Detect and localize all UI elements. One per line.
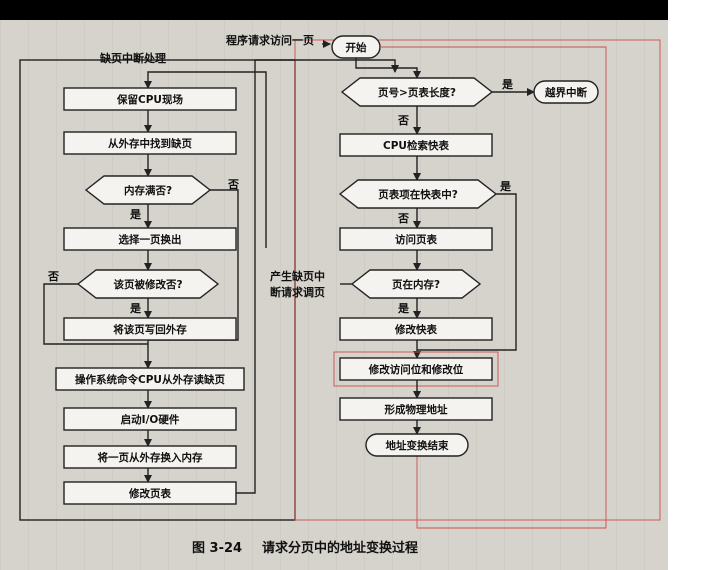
left-title: 缺页中断处理 xyxy=(99,51,166,65)
node-select-swap xyxy=(63,227,237,251)
node-page-modified xyxy=(76,269,220,299)
node-write-back-label: 将该页写回外存 xyxy=(113,323,187,336)
node-in-memory-label: 页在内存? xyxy=(392,278,440,291)
node-swap-in-label: 将一页从外存换入内存 xyxy=(98,451,203,464)
node-mem-full-label: 内存满否? xyxy=(124,184,172,197)
node-os-read xyxy=(55,367,245,391)
node-select-swap-label: 选择一页换出 xyxy=(119,233,182,246)
node-access-table-label: 访问页表 xyxy=(395,233,437,246)
node-save-cpu xyxy=(63,87,237,111)
node-out-of-bounds xyxy=(533,80,599,104)
node-write-back xyxy=(63,317,237,341)
edge-start xyxy=(355,58,421,79)
book-page xyxy=(0,20,668,570)
node-out-of-bounds-label: 越界中断 xyxy=(544,86,587,99)
node-start-io xyxy=(63,407,237,431)
node-modify-tlb xyxy=(339,317,493,341)
label-mem-full-no: 否 xyxy=(227,178,239,191)
label-bound-yes: 是 xyxy=(501,78,514,91)
right-title: 程序请求访问一页 xyxy=(226,33,314,47)
label-pagefault-2: 断请求调页 xyxy=(270,285,325,299)
edge-not-modified xyxy=(43,283,148,345)
label-pagefault-1: 产生缺页中 xyxy=(270,269,325,283)
caption-number: 图 3-24 xyxy=(192,541,242,556)
node-page-modified-label: 该页被修改否? xyxy=(113,278,182,291)
node-find-page-label: 从外存中找到缺页 xyxy=(108,137,192,150)
node-page-gt-len-label: 页号>页表长度? xyxy=(378,86,456,99)
edge-pagefault-entry xyxy=(144,71,267,248)
label-modified-yes: 是 xyxy=(129,302,142,315)
label-tlb-yes: 是 xyxy=(499,180,512,193)
label-in-memory-yes: 是 xyxy=(397,302,410,315)
node-start-label: 开始 xyxy=(346,41,367,54)
node-os-read-label: 操作系统命令CPU从外存读缺页 xyxy=(75,373,225,386)
node-modify-bits-label: 修改访问位和修改位 xyxy=(368,363,464,376)
right-frame xyxy=(294,39,661,521)
node-modify-table-label: 修改页表 xyxy=(128,487,171,500)
caption-text: 请求分页中的地址变换过程 xyxy=(262,540,418,556)
node-cpu-search-tlb-label: CPU检索快表 xyxy=(383,139,449,152)
node-in-memory xyxy=(350,269,482,299)
node-modify-tlb-label: 修改快表 xyxy=(394,323,437,336)
node-modify-bits xyxy=(339,357,493,381)
node-end-label: 地址变换结束 xyxy=(386,439,449,452)
node-save-cpu-label: 保留CPU现场 xyxy=(116,93,183,106)
node-end xyxy=(365,433,469,457)
highlight-modify-bits xyxy=(333,351,499,387)
node-start-io-label: 启动I/O硬件 xyxy=(121,413,180,426)
label-mem-full-yes: 是 xyxy=(129,208,142,221)
node-access-table xyxy=(339,227,493,251)
edge-tlb-hit xyxy=(417,193,517,351)
label-modified-no: 否 xyxy=(47,270,59,283)
label-bound-no: 否 xyxy=(397,114,409,127)
label-tlb-no: 否 xyxy=(397,212,409,225)
node-find-page xyxy=(63,131,237,155)
node-form-addr xyxy=(339,397,493,421)
node-form-addr-label: 形成物理地址 xyxy=(385,403,448,416)
margin-strip xyxy=(668,0,724,570)
node-in-tlb-label: 页表项在快表中? xyxy=(378,188,458,201)
edge-return-to-check xyxy=(236,59,399,494)
node-swap-in xyxy=(63,445,237,469)
node-cpu-search-tlb xyxy=(339,133,493,157)
